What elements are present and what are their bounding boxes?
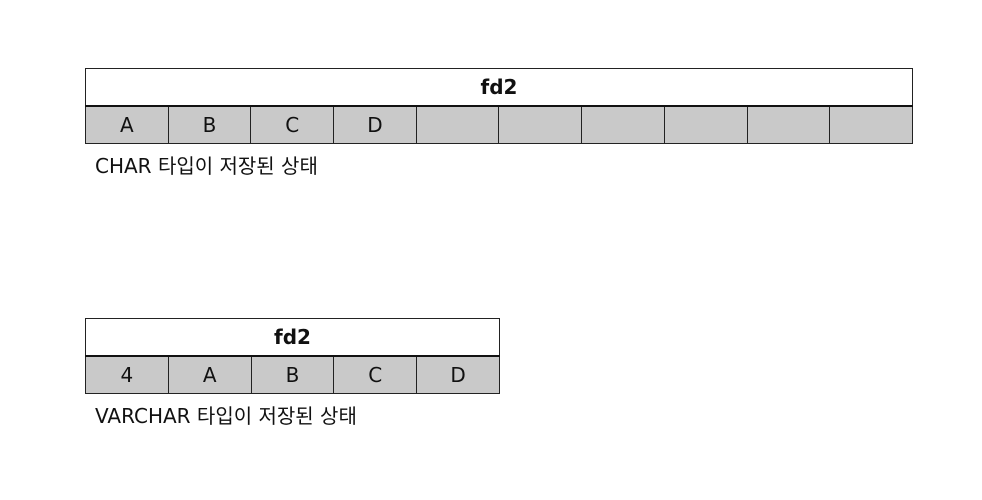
char-caption: CHAR 타입이 저장된 상태 [95, 154, 318, 178]
varchar-byte-cell: C [333, 355, 418, 394]
varchar-storage-diagram: fd2 4 A B C D VARCHAR 타입이 저장된 상태 [85, 318, 500, 429]
varchar-byte-cell: A [167, 355, 252, 394]
varchar-column-header: fd2 [85, 318, 500, 357]
varchar-length-prefix-cell: 4 [85, 355, 169, 394]
char-storage-diagram: fd2 A B C D CHAR 타입이 저장된 상태 [85, 68, 913, 179]
char-byte-cell-empty [829, 105, 913, 144]
char-byte-cell-empty [415, 105, 500, 144]
char-byte-cell: D [333, 105, 417, 144]
char-byte-cell-empty [581, 105, 665, 144]
char-byte-cell-empty [498, 105, 583, 144]
varchar-caption: VARCHAR 타입이 저장된 상태 [95, 404, 357, 428]
char-byte-cell: B [167, 105, 252, 144]
char-byte-cell: A [85, 105, 169, 144]
char-byte-cell-empty [663, 105, 748, 144]
char-column-header: fd2 [85, 68, 913, 107]
varchar-byte-cell: B [250, 355, 335, 394]
char-storage-table: fd2 A B C D [85, 68, 913, 144]
char-byte-cell-empty [746, 105, 831, 144]
varchar-byte-cell: D [416, 355, 500, 394]
char-byte-cell: C [250, 105, 335, 144]
varchar-storage-table: fd2 4 A B C D [85, 318, 500, 394]
